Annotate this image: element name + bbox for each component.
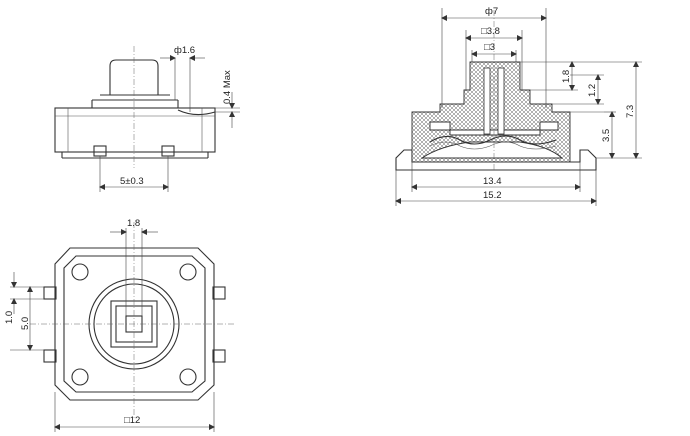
front-pin-right [161,145,175,157]
dim-pin-pitch: 5±0.3 [120,176,144,187]
dim-height-1-2: 1.2 [587,84,598,97]
dim-stem-1-8: 1.8 [127,218,140,229]
dim-body-12: □12 [124,415,140,426]
section-view: ф7 □3.8 □3 1.8 1.2 3.5 7.3 13.4 [395,6,642,206]
dim-height-7-3: 7.3 [625,105,636,118]
top-cover [63,255,206,393]
dim-square-3: □3 [484,42,495,53]
dim-width-15-2: 15.2 [483,190,502,201]
dim-cap-7: ф7 [485,6,498,17]
dim-height-3-5: 3.5 [601,129,612,142]
dim-diameter-1-6: ф1.6 [174,45,195,56]
top-view: 1.8 1.0 5.0 □12 [4,218,236,432]
dim-square-3-8: □3.8 [481,26,500,37]
dim-terminal-1-0: 1.0 [4,311,15,324]
front-body [54,107,216,153]
dim-0-4-max: 0.4 Max [222,70,233,104]
front-pin-left [93,145,107,157]
section-cavity [420,141,564,159]
dim-height-1-8: 1.8 [561,70,572,83]
dim-width-13-4: 13.4 [483,176,502,187]
dim-terminal-5-0: 5.0 [20,317,31,330]
front-view: ф1.6 0.4 Max 5±0.3 [54,45,240,192]
top-body-outline [54,247,215,401]
